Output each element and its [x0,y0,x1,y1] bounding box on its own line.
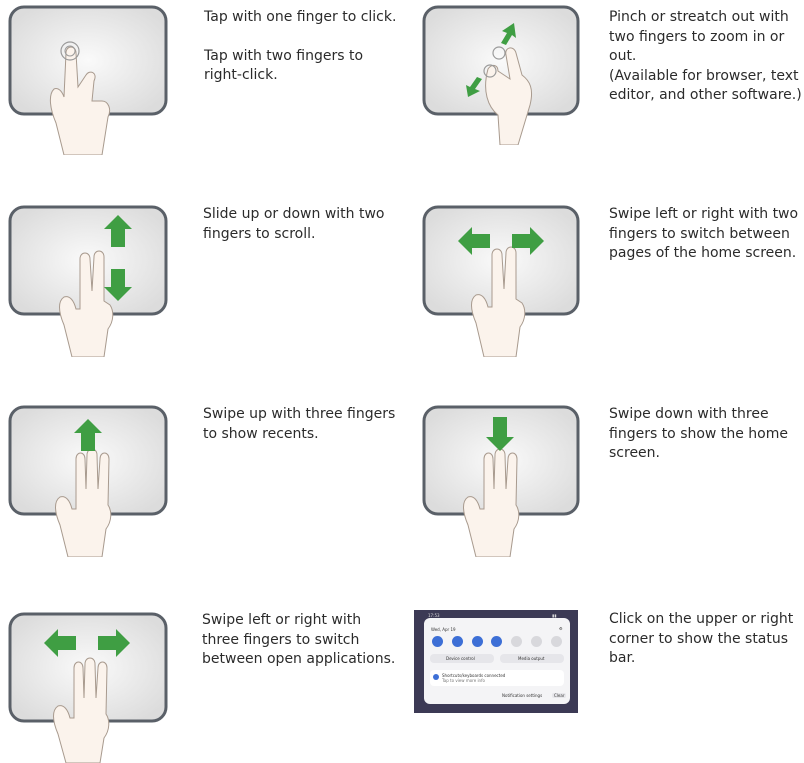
power-toggle-icon[interactable] [531,636,543,647]
hand-two-fingers-icon [59,250,114,357]
pinch-text: Pinch or streatch out with two fingers t… [609,9,802,103]
arrow-right-icon [512,227,544,255]
notification-card[interactable]: Shortcuts/keyboards connected Tap to vie… [430,670,564,686]
tap-gesture-panel [8,5,168,155]
diagonal-arrow-up-icon [501,23,516,45]
pinch-gesture-panel [422,5,582,145]
swipe-two-text: Swipe left or right with two fingers to … [609,206,799,261]
three-side-gesture-panel [8,612,168,763]
arrow-right-icon [98,629,130,657]
notification-subtitle: Tap to view more info [442,678,485,683]
quick-panel: Wed, Apr 19 ⚙ Device control Media outpu… [424,618,570,704]
three-down-description: Swipe down with three fingers to show th… [609,405,804,464]
touch-point-icon [492,46,506,60]
status-icons: ▮▮ [552,613,557,618]
arrow-left-icon [458,227,490,255]
flashlight-toggle-icon[interactable] [511,636,523,647]
rotate-toggle-icon[interactable] [491,636,503,647]
hand-one-finger-icon [49,46,111,155]
scroll-gesture-panel [8,205,168,357]
tap-text-two: Tap with two fingers to right-click. [204,47,364,84]
three-down-gesture-panel [422,405,582,557]
pinch-gesture-illustration [422,5,580,145]
tap-text-one: Tap with one finger to click. [204,9,397,25]
swipe-two-gesture-illustration [422,205,580,357]
three-up-text: Swipe up with three fingers to show rece… [203,406,396,442]
status-text: Click on the upper or right corner to sh… [609,611,794,666]
status-description: Click on the upper or right corner to sh… [609,610,804,669]
device-control-button[interactable]: Device control [430,654,494,663]
media-output-label: Media output [518,656,545,661]
device-control-label: Device control [446,656,475,661]
scroll-gesture-illustration [8,205,168,357]
three-down-text: Swipe down with three fingers to show th… [609,406,788,461]
hand-three-fingers-icon [53,657,110,763]
media-output-button[interactable]: Media output [500,654,564,663]
three-side-description: Swipe left or right with three fingers t… [202,611,402,670]
swipe-two-description: Swipe left or right with two fingers to … [609,205,804,264]
swipe-two-gesture-panel [422,205,582,357]
sound-toggle-icon[interactable] [451,636,463,647]
hand-three-fingers-icon [463,448,520,557]
tap-gesture-illustration [8,5,168,155]
hand-three-fingers-icon [55,448,112,557]
three-side-text: Swipe left or right with three fingers t… [202,612,396,667]
status-time: 17:53 [428,613,440,618]
more-toggle-icon[interactable] [550,636,562,647]
arrow-down-icon [486,417,514,451]
clear-button[interactable]: Clear [552,693,567,698]
status-bar-screenshot: 17:53 ▮▮ Wed, Apr 19 ⚙ Device control Me… [414,610,578,713]
touch-point-icon [483,64,497,78]
notification-settings-link[interactable]: Notification settings [502,693,543,698]
quick-panel-date: Wed, Apr 19 [431,627,456,632]
three-down-gesture-illustration [422,405,580,557]
three-side-gesture-illustration [8,612,168,763]
arrow-left-icon [44,629,76,657]
three-up-description: Swipe up with three fingers to show rece… [203,405,403,444]
three-up-gesture-panel [8,405,168,557]
scroll-description: Slide up or down with two fingers to scr… [203,205,403,244]
pinch-description: Pinch or streatch out with two fingers t… [609,8,804,106]
notification-title: Shortcuts/keyboards connected [442,673,506,678]
quick-toggles [432,636,562,650]
bluetooth-toggle-icon[interactable] [471,636,483,647]
app-icon [433,674,439,680]
diagonal-arrow-down-icon [466,77,482,97]
hand-two-fingers-icon [471,246,526,357]
tap-description: Tap with one finger to click. Tap with t… [204,8,404,86]
three-up-gesture-illustration [8,405,168,557]
arrow-up-icon [74,419,102,451]
tap-ripple-icon [60,41,80,61]
scroll-text: Slide up or down with two fingers to scr… [203,206,385,242]
arrow-up-icon [104,215,132,247]
gear-icon: ⚙ [559,626,563,631]
wifi-toggle-icon[interactable] [432,636,443,647]
hand-pinch-icon [485,47,533,145]
arrow-down-icon [104,269,132,301]
